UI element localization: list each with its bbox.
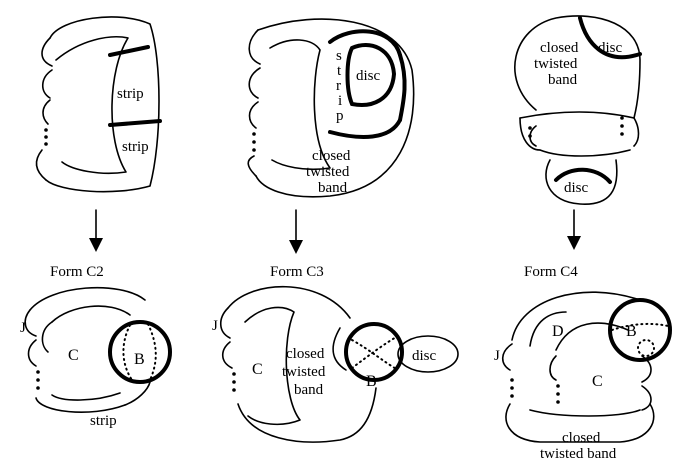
c4-bottom-J: J [494, 348, 500, 364]
c3-top-disc: disc [356, 68, 381, 84]
c3-top-band-line1: closed [312, 148, 351, 164]
c3-top-band-line2: twisted [306, 164, 350, 180]
c3-top-band-line3: band [318, 180, 348, 196]
c3-arrow [289, 210, 303, 254]
c3-strip-letter-s: s [336, 48, 342, 64]
c3-strip-letter-p: p [336, 108, 344, 124]
c3-strip-letter-r: r [336, 78, 341, 94]
c4-bottom-D: D [552, 323, 564, 340]
form-c2-top-figure [36, 17, 160, 192]
c3-bottom-disc: disc [412, 348, 437, 364]
c3-bottom-band-line1: closed [286, 346, 325, 362]
c4-bottom-B: B [626, 323, 637, 340]
c3-bottom-band-line2: twisted [282, 364, 326, 380]
c4-top-band-line3: band [548, 72, 578, 88]
c4-bottom-band-line1: closed [562, 430, 601, 446]
form-c2-bottom-figure [25, 288, 170, 413]
c3-bottom-J: J [212, 318, 218, 334]
c3-strip-letter-i: i [338, 93, 342, 109]
c2-bottom-strip: strip [90, 413, 117, 429]
c3-strip-letter-t: t [337, 63, 342, 79]
c4-top-band-line2: twisted [534, 56, 578, 72]
form-c4-bottom-figure [503, 292, 670, 442]
c2-top-strip-label-upper: strip [117, 86, 144, 102]
c4-bottom-band-line2: twisted band [540, 446, 617, 462]
c2-arrow [89, 210, 103, 252]
c4-caption: Form C4 [524, 264, 578, 280]
c4-top-disc-lower: disc [564, 180, 589, 196]
c3-bottom-B: B [366, 373, 377, 390]
c3-bottom-band-line3: band [294, 382, 324, 398]
c4-top-disc-upper: disc [598, 40, 623, 56]
c4-arrow [567, 210, 581, 250]
c2-bottom-C: C [68, 347, 79, 364]
c4-top-band-line1: closed [540, 40, 579, 56]
c2-bottom-B: B [134, 351, 145, 368]
c3-caption: Form C3 [270, 264, 324, 280]
c4-bottom-C: C [592, 373, 603, 390]
c3-bottom-C: C [252, 361, 263, 378]
c2-bottom-J: J [20, 320, 26, 336]
c2-top-strip-label-lower: strip [122, 139, 149, 155]
c2-caption: Form C2 [50, 264, 104, 280]
c3-top-strip-label: s t r i p [336, 48, 344, 124]
